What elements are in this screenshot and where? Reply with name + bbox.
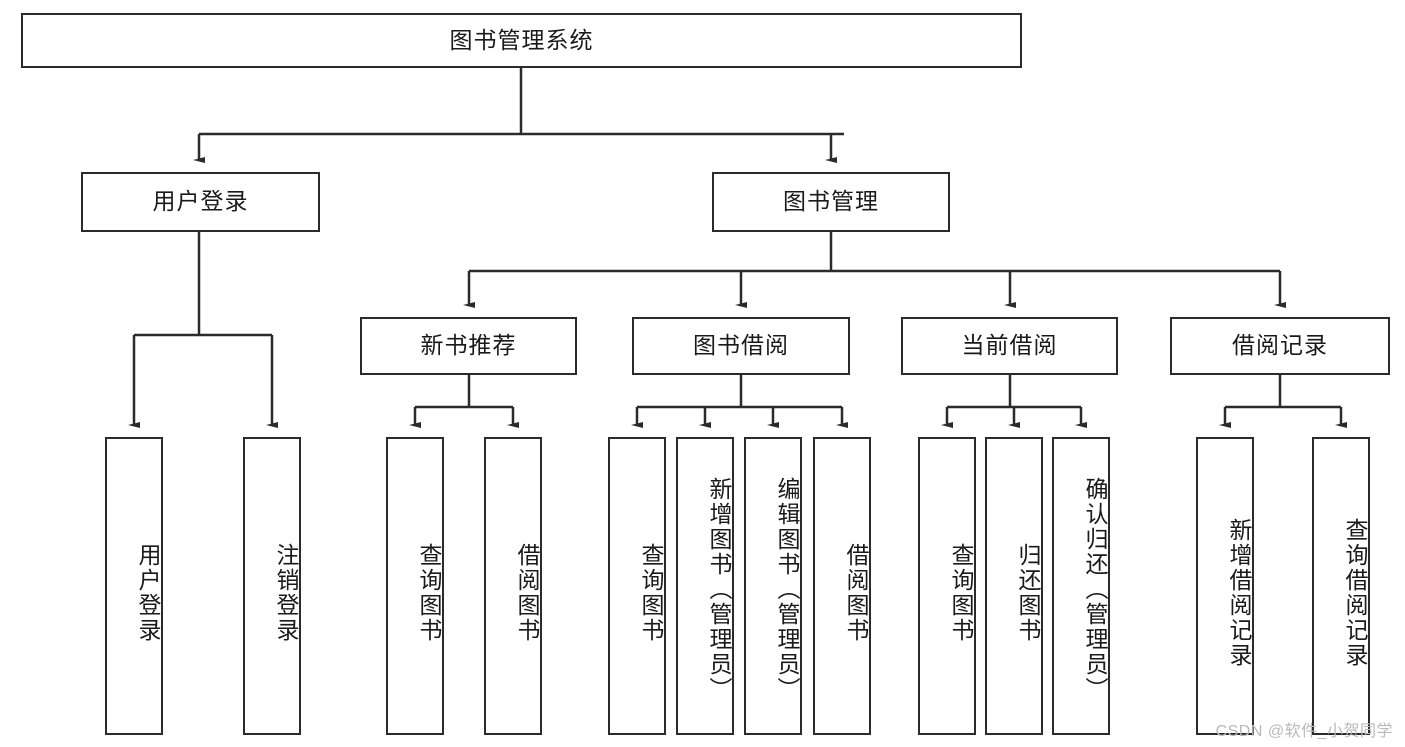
node-root[interactable]: 图书管理系统 [21, 13, 1022, 68]
node-leaf-borrow-book-1[interactable]: 借阅图书 [484, 437, 542, 735]
node-leaf-user-login[interactable]: 用户登录 [105, 437, 163, 735]
node-leaf-return-book-label: 归还图书 [1015, 543, 1041, 643]
node-leaf-query-book-2-label: 查询图书 [638, 543, 664, 643]
node-root-label: 图书管理系统 [449, 26, 594, 53]
node-book-borrow[interactable]: 图书借阅 [632, 317, 850, 375]
node-leaf-query-book-3-label: 查询图书 [948, 543, 974, 643]
node-book-manage[interactable]: 图书管理 [712, 172, 950, 232]
node-leaf-query-book-1-label: 查询图书 [416, 543, 442, 643]
node-leaf-edit-book-label: 编辑图书（管理员） [774, 476, 800, 702]
node-leaf-borrow-book-2[interactable]: 借阅图书 [813, 437, 871, 735]
node-leaf-add-record[interactable]: 新增借阅记录 [1196, 437, 1254, 735]
node-book-borrow-label: 图书借阅 [693, 332, 789, 359]
node-book-manage-label: 图书管理 [783, 188, 879, 215]
node-borrow-record[interactable]: 借阅记录 [1170, 317, 1390, 375]
node-current-borrow-label: 当前借阅 [961, 332, 1058, 359]
node-leaf-add-record-label: 新增借阅记录 [1226, 518, 1252, 668]
node-leaf-add-book[interactable]: 新增图书（管理员） [676, 437, 734, 735]
node-leaf-logout-label: 注销登录 [273, 543, 299, 643]
node-leaf-query-book-3[interactable]: 查询图书 [918, 437, 976, 735]
watermark: CSDN @软件_小贺同学 [1215, 723, 1393, 740]
node-leaf-confirm-return-label: 确认归还（管理员） [1082, 476, 1108, 702]
node-leaf-query-record[interactable]: 查询借阅记录 [1312, 437, 1370, 735]
node-leaf-query-book-1[interactable]: 查询图书 [386, 437, 444, 735]
node-leaf-borrow-book-1-label: 借阅图书 [514, 543, 540, 643]
node-new-book-rec-label: 新书推荐 [420, 332, 517, 359]
node-leaf-confirm-return[interactable]: 确认归还（管理员） [1052, 437, 1110, 735]
node-current-borrow[interactable]: 当前借阅 [901, 317, 1118, 375]
node-leaf-borrow-book-2-label: 借阅图书 [843, 543, 869, 643]
node-leaf-query-book-2[interactable]: 查询图书 [608, 437, 666, 735]
node-leaf-query-record-label: 查询借阅记录 [1342, 518, 1368, 668]
node-leaf-return-book[interactable]: 归还图书 [985, 437, 1043, 735]
node-leaf-add-book-label: 新增图书（管理员） [706, 476, 732, 702]
node-user-login[interactable]: 用户登录 [81, 172, 320, 232]
node-leaf-edit-book[interactable]: 编辑图书（管理员） [744, 437, 802, 735]
node-user-login-label: 用户登录 [152, 188, 249, 215]
node-leaf-logout[interactable]: 注销登录 [243, 437, 301, 735]
node-borrow-record-label: 借阅记录 [1232, 332, 1328, 359]
node-leaf-user-login-label: 用户登录 [135, 543, 161, 643]
node-new-book-rec[interactable]: 新书推荐 [360, 317, 577, 375]
